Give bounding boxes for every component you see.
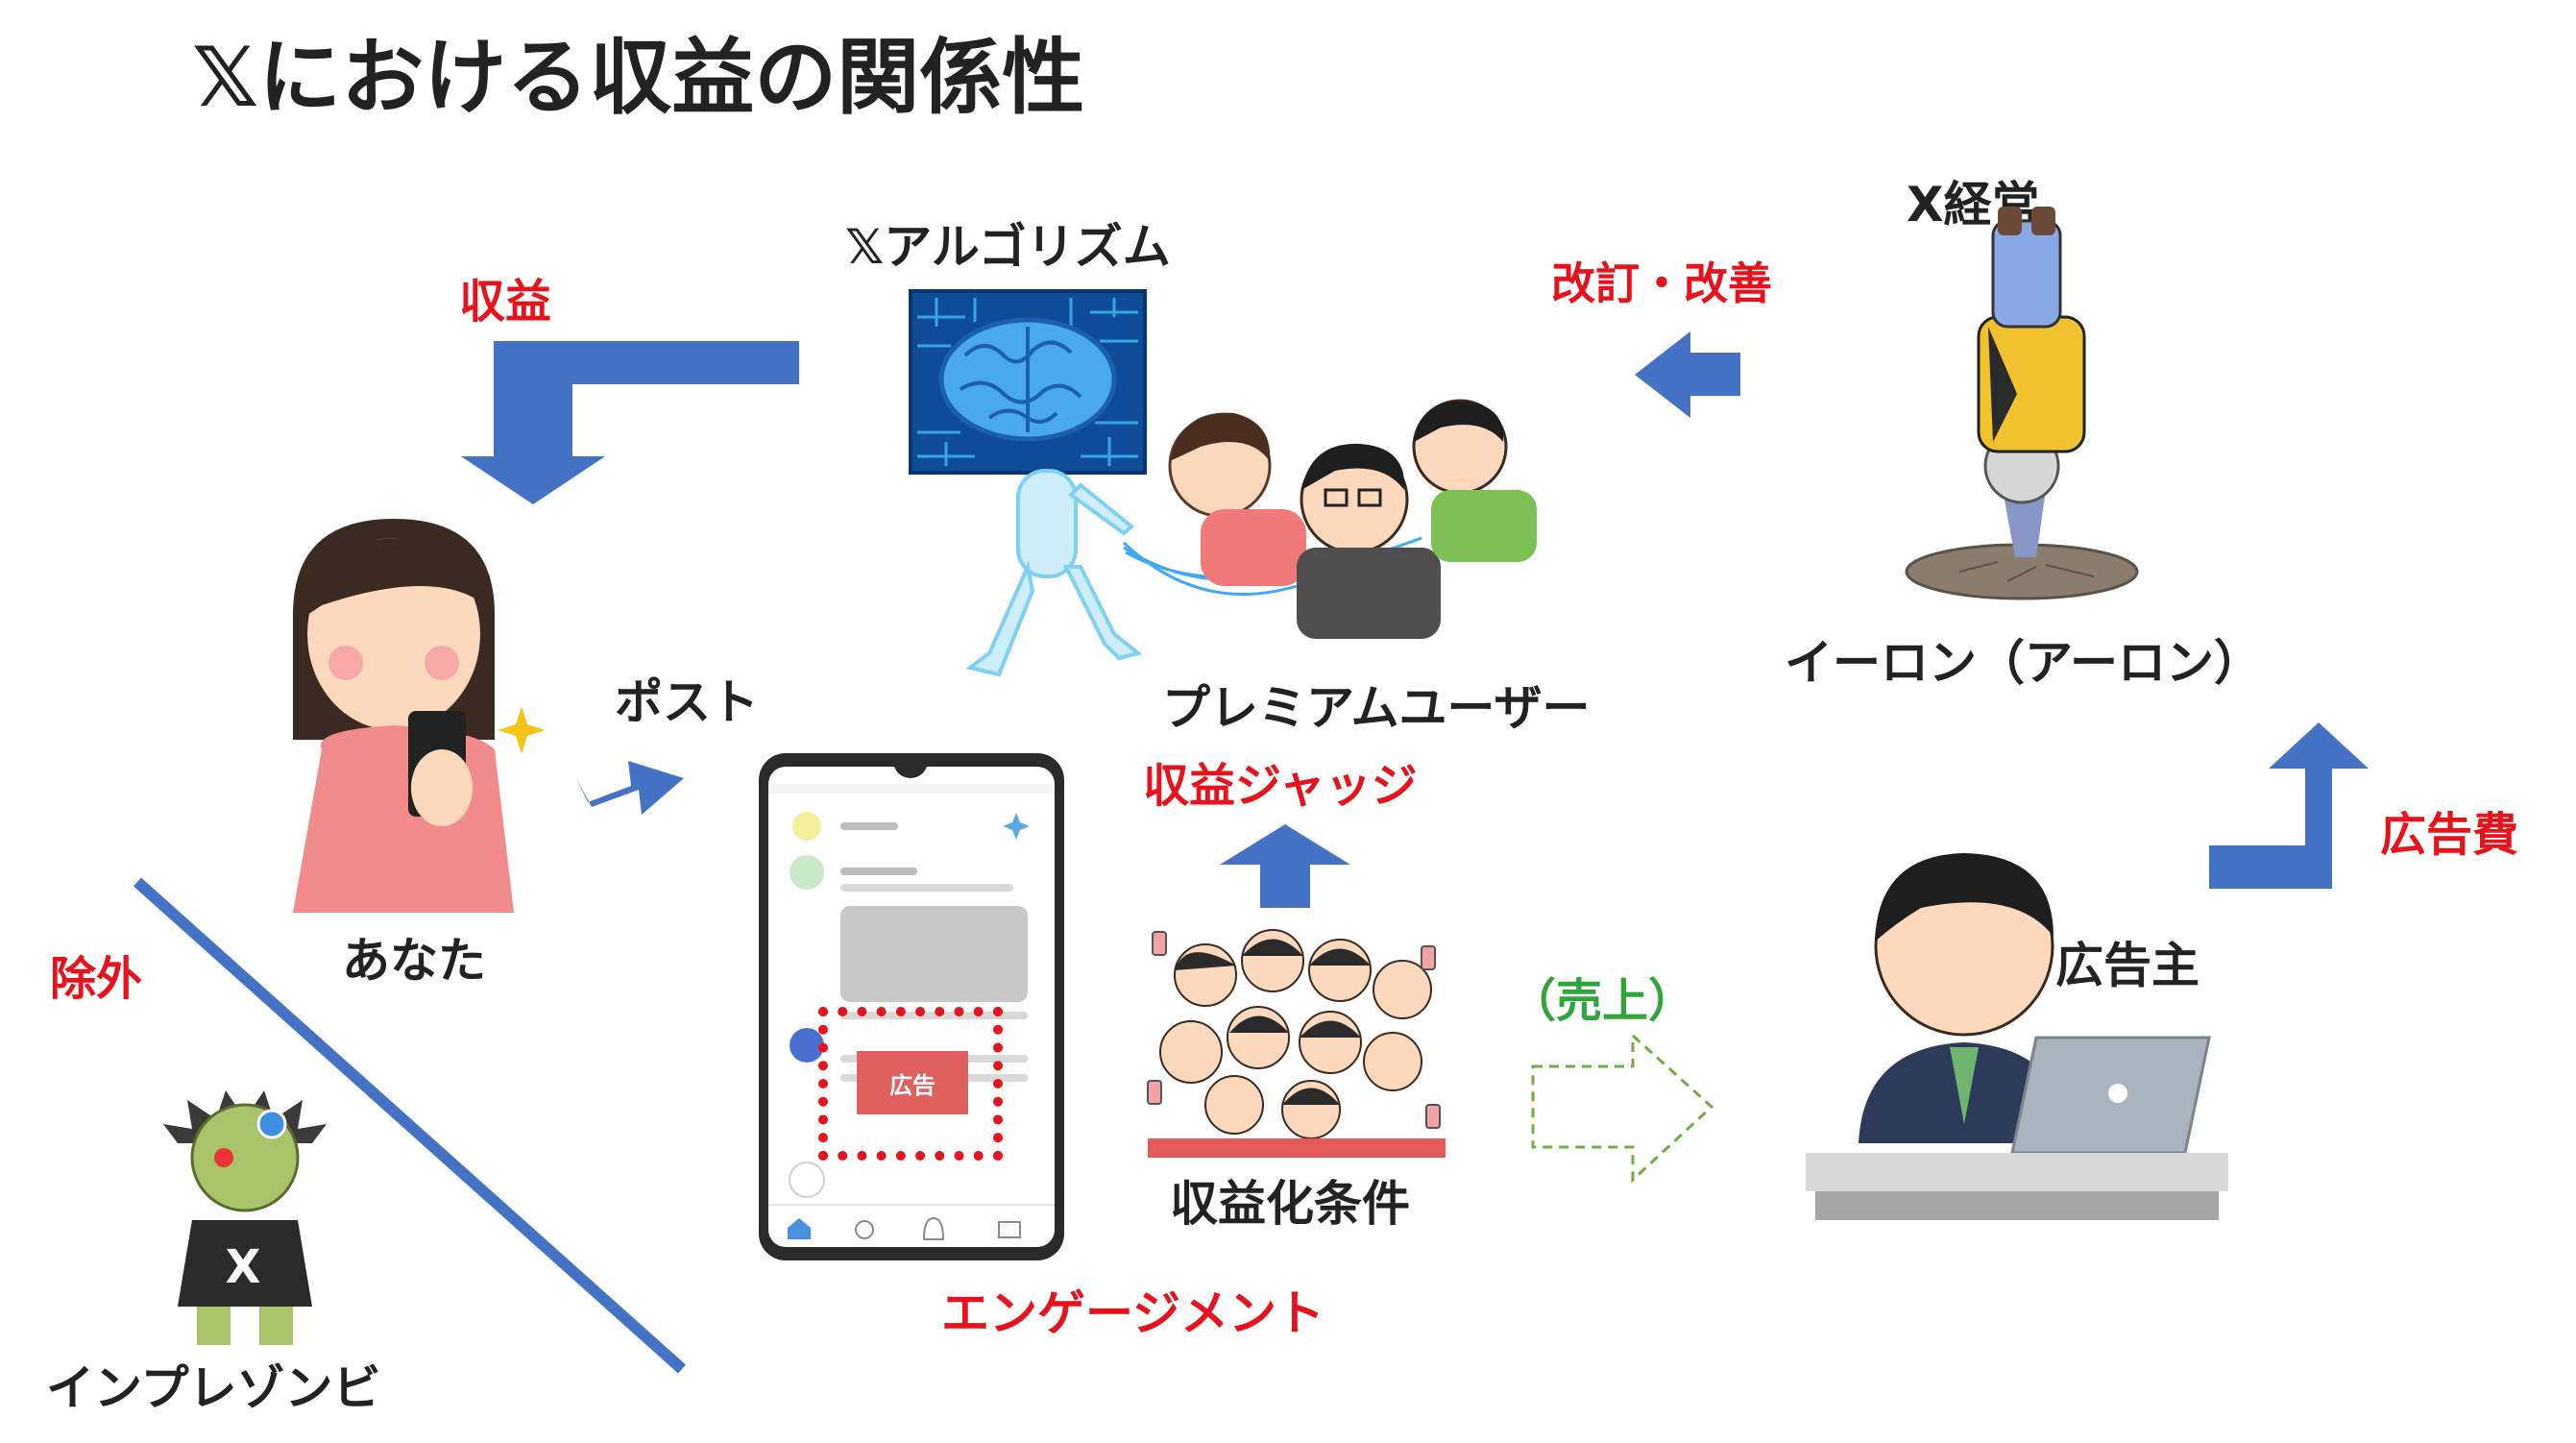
svg-text:X: X bbox=[225, 1240, 260, 1294]
label-algorithm: 𝕏アルゴリズム bbox=[845, 219, 1171, 275]
label-revenue-judge: 収益ジャッジ bbox=[1143, 759, 1418, 813]
ad-highlight-box bbox=[818, 1007, 1003, 1161]
impression-zombie-figure: X bbox=[163, 1090, 327, 1345]
diagram-title: 𝕏における収益の関係性 bbox=[192, 30, 1085, 126]
label-engagement: エンゲージメント bbox=[941, 1285, 1324, 1341]
label-premium-users: プレミアムユーザー bbox=[1162, 680, 1591, 736]
label-revenue-top: 収益 bbox=[459, 275, 552, 329]
label-monetization: 収益化条件 bbox=[1170, 1176, 1410, 1232]
elon-figure bbox=[1905, 207, 2139, 600]
label-elon: イーロン（アーロン） bbox=[1785, 635, 2262, 691]
ad-badge: 広告 bbox=[857, 1051, 968, 1114]
you-figure bbox=[293, 519, 514, 913]
premium-users-group bbox=[1168, 399, 1537, 639]
monetization-crowd bbox=[1147, 929, 1446, 1158]
label-revision: 改訂・改善 bbox=[1551, 257, 1772, 309]
label-ad-fee: 広告費 bbox=[2380, 808, 2519, 862]
sparkle-icon bbox=[498, 706, 546, 754]
label-you: あなた bbox=[342, 933, 486, 989]
label-post: ポスト bbox=[615, 674, 759, 730]
label-advertiser: 広告主 bbox=[2055, 938, 2199, 993]
smartphone-notch bbox=[893, 761, 928, 778]
ad-badge-label: 広告 bbox=[889, 1071, 936, 1099]
ai-brain-icon bbox=[909, 289, 1147, 475]
label-exclusion: 除外 bbox=[50, 952, 143, 1006]
advertiser-figure bbox=[1806, 853, 2228, 1220]
label-sales: （売上） bbox=[1510, 974, 1695, 1028]
label-impression-zombie: インプレゾンビ bbox=[46, 1360, 381, 1416]
ai-walker-figure bbox=[965, 469, 1143, 677]
